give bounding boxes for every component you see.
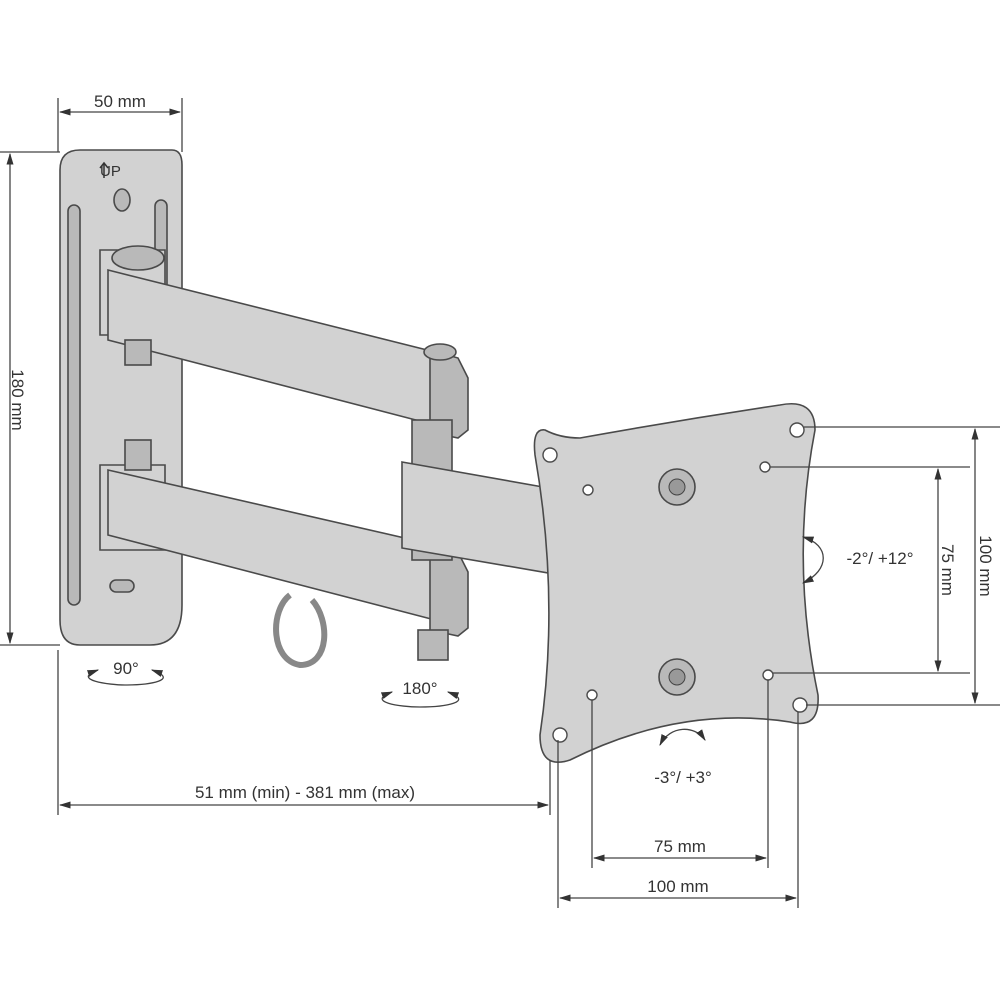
swivel-arrow-icon	[86, 669, 164, 686]
roll-label: -3°/ +3°	[654, 768, 712, 787]
tilt-label: -2°/ +12°	[847, 549, 914, 568]
swivel-arrow-icon	[380, 691, 460, 708]
lower-arm	[99, 439, 469, 669]
vesa-100-vertical-label: 100 mm	[976, 535, 995, 596]
tilt-arrow-icon	[801, 536, 824, 584]
rotation-arrows	[86, 536, 824, 747]
middle-arm	[401, 419, 561, 576]
up-arrow-icon	[99, 161, 109, 178]
vesa-75-vertical-label: 75 mm	[938, 544, 957, 596]
arm-swivel-label: 180°	[402, 679, 437, 698]
dimension-lines	[0, 98, 1000, 908]
plate-height-label: 180 mm	[8, 369, 27, 430]
roll-arrow-icon	[659, 728, 706, 747]
vesa-100-horizontal-label: 100 mm	[647, 877, 708, 896]
vesa-75-horizontal-label: 75 mm	[654, 837, 706, 856]
plate-width-label: 50 mm	[94, 92, 146, 111]
wall-swivel-label: 90°	[113, 659, 139, 678]
wall-plate: UP	[59, 149, 183, 646]
upper-arm	[99, 245, 469, 439]
up-label: UP	[100, 163, 121, 180]
vesa-plate	[533, 403, 819, 763]
extension-label: 51 mm (min) - 381 mm (max)	[195, 783, 415, 802]
